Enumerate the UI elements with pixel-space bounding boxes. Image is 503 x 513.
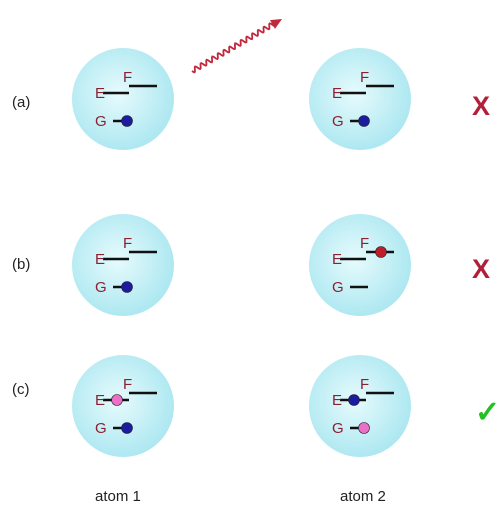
level-F-label-b-atom1: F xyxy=(123,235,132,252)
row-label-c: (c) xyxy=(12,381,30,398)
electron-blue-G-a-atom2 xyxy=(358,115,370,127)
atom-b-atom1 xyxy=(72,214,174,316)
electron-pink-G-c-atom2 xyxy=(358,422,370,434)
photon-wave xyxy=(191,22,277,74)
level-E-label-c-atom1: E xyxy=(95,392,105,409)
atom-b-atom2 xyxy=(309,214,411,316)
row-label-a: (a) xyxy=(12,94,31,111)
column-label-atom-2: atom 2 xyxy=(340,488,386,505)
verdict-cross-b: X xyxy=(472,254,491,284)
level-F-label-c-atom2: F xyxy=(360,376,369,393)
atom-c-atom1 xyxy=(72,355,174,457)
level-F-label-a-atom1: F xyxy=(123,69,132,86)
verdict-check-c: ✓ xyxy=(475,396,501,429)
level-F-label-c-atom1: F xyxy=(123,376,132,393)
level-G-label-a-atom2: G xyxy=(332,113,344,130)
row-label-b: (b) xyxy=(12,256,31,273)
electron-blue-G-a-atom1 xyxy=(121,115,133,127)
electron-blue-E-c-atom2 xyxy=(348,394,360,406)
level-E-label-b-atom2: E xyxy=(332,251,342,268)
verdict-cross-a: X xyxy=(472,91,491,121)
atom-a-atom2 xyxy=(309,48,411,150)
electron-blue-G-b-atom1 xyxy=(121,281,133,293)
level-F-label-b-atom2: F xyxy=(360,235,369,252)
level-G-label-b-atom2: G xyxy=(332,279,344,296)
atom-c-atom2 xyxy=(309,355,411,457)
atom-a-atom1 xyxy=(72,48,174,150)
electron-red-F-b-atom2 xyxy=(375,246,387,258)
level-G-label-c-atom2: G xyxy=(332,420,344,437)
level-E-label-b-atom1: E xyxy=(95,251,105,268)
level-G-label-a-atom1: G xyxy=(95,113,107,130)
electron-blue-G-c-atom1 xyxy=(121,422,133,434)
level-E-label-a-atom1: E xyxy=(95,85,105,102)
level-F-label-a-atom2: F xyxy=(360,69,369,86)
level-G-label-b-atom1: G xyxy=(95,279,107,296)
photon-arrowhead xyxy=(269,19,282,29)
level-G-label-c-atom1: G xyxy=(95,420,107,437)
level-E-label-c-atom2: E xyxy=(332,392,342,409)
level-E-label-a-atom2: E xyxy=(332,85,342,102)
column-label-atom-1: atom 1 xyxy=(95,488,141,505)
electron-pink-E-c-atom1 xyxy=(111,394,123,406)
